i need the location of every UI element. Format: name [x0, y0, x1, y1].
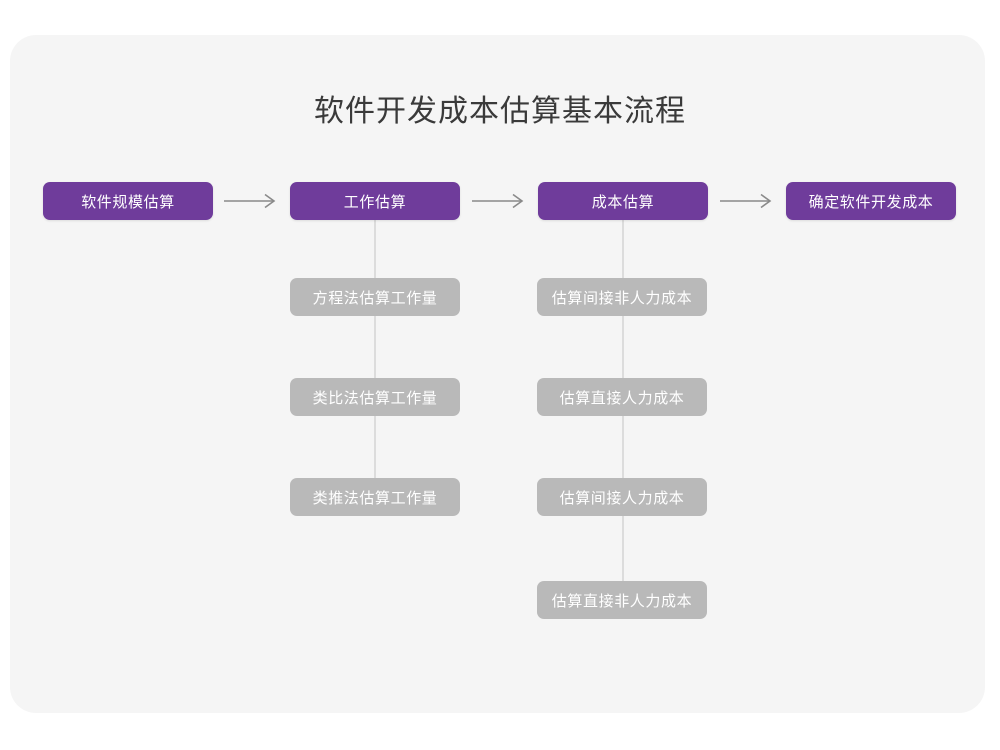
- sub-node-indirect-labor-cost[interactable]: 估算间接人力成本: [537, 478, 707, 516]
- flow-node-label: 软件规模估算: [81, 193, 175, 211]
- sub-node-label: 估算间接非人力成本: [551, 289, 693, 307]
- flow-arrow-3: [718, 189, 778, 213]
- arrow-right-icon: [720, 193, 772, 209]
- page-title: 软件开发成本估算基本流程: [314, 95, 686, 128]
- sub-node-label: 方程法估算工作量: [312, 289, 438, 307]
- sub-node-equation-method-workload[interactable]: 方程法估算工作量: [290, 278, 460, 316]
- sub-node-label: 估算直接人力成本: [559, 389, 685, 407]
- arrow-right-icon: [472, 193, 524, 209]
- flow-node-work-estimation[interactable]: 工作估算: [290, 182, 460, 220]
- sub-node-label: 估算间接人力成本: [559, 489, 685, 507]
- sub-node-analogy-method-workload[interactable]: 类比法估算工作量: [290, 378, 460, 416]
- sub-node-label: 类比法估算工作量: [312, 389, 438, 407]
- flow-node-software-scale-estimation[interactable]: 软件规模估算: [43, 182, 213, 220]
- flow-node-determine-development-cost[interactable]: 确定软件开发成本: [786, 182, 956, 220]
- flow-arrow-1: [222, 189, 282, 213]
- sub-node-direct-labor-cost[interactable]: 估算直接人力成本: [537, 378, 707, 416]
- sub-node-indirect-nonlabor-cost[interactable]: 估算间接非人力成本: [537, 278, 707, 316]
- flow-node-label: 成本估算: [591, 193, 655, 211]
- sub-node-label: 类推法估算工作量: [312, 489, 438, 507]
- sub-node-label: 估算直接非人力成本: [551, 592, 693, 610]
- diagram-card-background: [10, 35, 985, 713]
- arrow-right-icon: [224, 193, 276, 209]
- branch-connector-line-work: [374, 220, 376, 478]
- flow-arrow-2: [470, 189, 530, 213]
- flow-node-label: 工作估算: [343, 193, 407, 211]
- sub-node-analogical-method-workload[interactable]: 类推法估算工作量: [290, 478, 460, 516]
- sub-node-direct-nonlabor-cost[interactable]: 估算直接非人力成本: [537, 581, 707, 619]
- flow-node-cost-estimation[interactable]: 成本估算: [538, 182, 708, 220]
- flow-node-label: 确定软件开发成本: [808, 193, 934, 211]
